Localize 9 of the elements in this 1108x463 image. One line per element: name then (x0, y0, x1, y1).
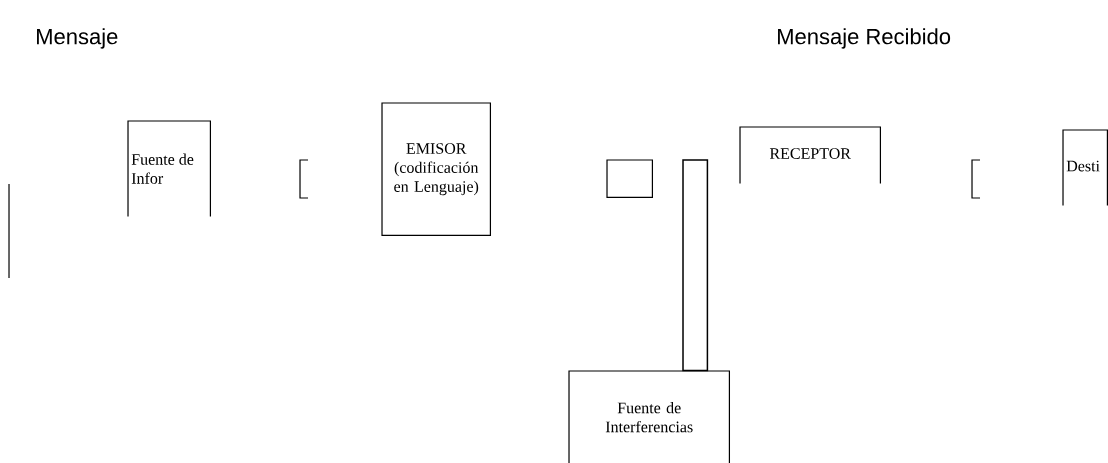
text-box: EMISOR (codificación en Lenguaje) (381, 102, 491, 236)
empty-box (606, 159, 653, 198)
text-box: RECEPTOR (739, 126, 881, 184)
text-box: Desti (1062, 129, 1108, 206)
text-box: Fuente de Interferencias (568, 370, 730, 463)
heading-label: Mensaje (37, 28, 118, 49)
bar-box (682, 159, 709, 372)
heading-label: Mensaje Recibido (778, 28, 951, 49)
text-box: Fuente de Infor (127, 120, 211, 217)
